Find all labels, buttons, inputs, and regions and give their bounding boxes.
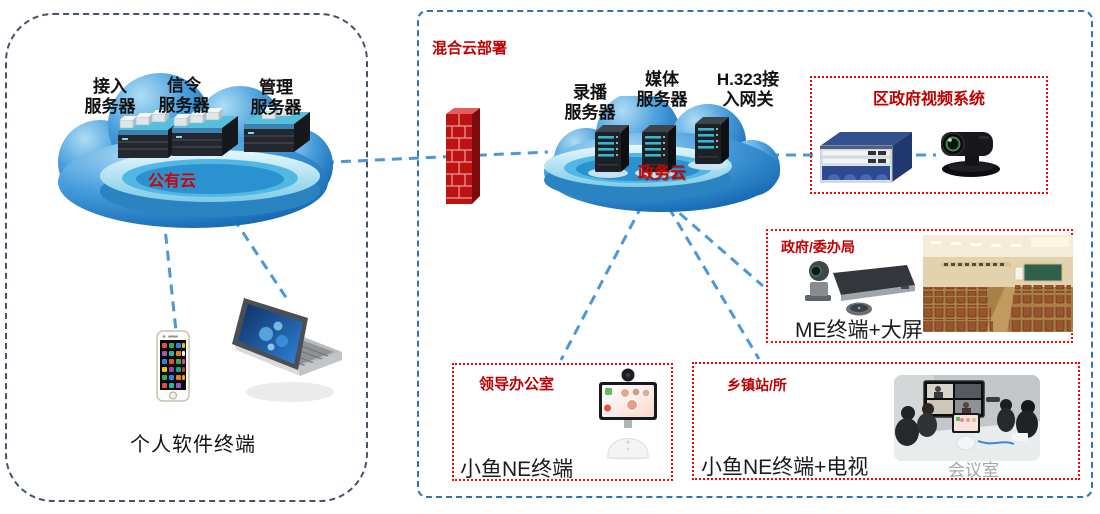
gov-cloud-label: 政务云 (638, 165, 687, 182)
rack-server-stack-icons (118, 104, 310, 158)
xiaoyu-terminal-icon (599, 368, 657, 460)
district-video-system-box: 区政府视频系统 (810, 76, 1048, 194)
access-server-label: 接入服务器 (84, 77, 136, 116)
xiaoyu-tv-caption: 小鱼NE终端+电视 (701, 456, 869, 479)
public-cloud-panel (5, 13, 368, 502)
public-cloud-icon (58, 73, 333, 228)
leader-office-box: 领导办公室 小鱼NE终端 (452, 363, 673, 481)
laptop-icon (232, 298, 342, 402)
township-station-title: 乡镇站/所 (727, 377, 787, 393)
signaling-server-label: 信令服务器 (158, 76, 210, 115)
gov-cloud-icon (544, 96, 780, 212)
gov-bureau-box: 政府/委办局 (766, 229, 1073, 343)
media-server-label: 媒体服务器 (636, 70, 688, 109)
meeting-room-photo (894, 375, 1040, 461)
me-terminal-icon (805, 261, 915, 316)
me-terminal-caption: ME终端+大屏 (795, 319, 923, 342)
xiaoyu-terminal-caption: 小鱼NE终端 (460, 458, 574, 481)
district-video-system-title: 区政府视频系统 (872, 91, 985, 108)
smartphone-icon (156, 330, 190, 402)
leader-office-title: 领导办公室 (479, 376, 555, 393)
gov-bureau-title: 政府/委办局 (781, 239, 855, 255)
h323-gateway-label: H.323接入网关 (716, 70, 780, 109)
personal-terminal-caption: 个人软件终端 (130, 434, 256, 456)
ptz-camera-icon (941, 132, 1000, 177)
township-station-box: 乡镇站/所 (692, 362, 1080, 480)
mcu-icon (820, 132, 912, 183)
hybrid-cloud-panel (417, 10, 1093, 498)
recording-server-label: 录播服务器 (564, 83, 616, 122)
auditorium-photo (923, 235, 1073, 332)
tower-server-icons (588, 117, 729, 178)
meeting-room-caption: 会议室 (948, 461, 999, 480)
management-server-label: 管理服务器 (250, 78, 302, 117)
hybrid-cloud-title: 混合云部署 (432, 40, 508, 57)
public-cloud-label: 公有云 (148, 173, 197, 190)
firewall-icon (446, 108, 480, 204)
